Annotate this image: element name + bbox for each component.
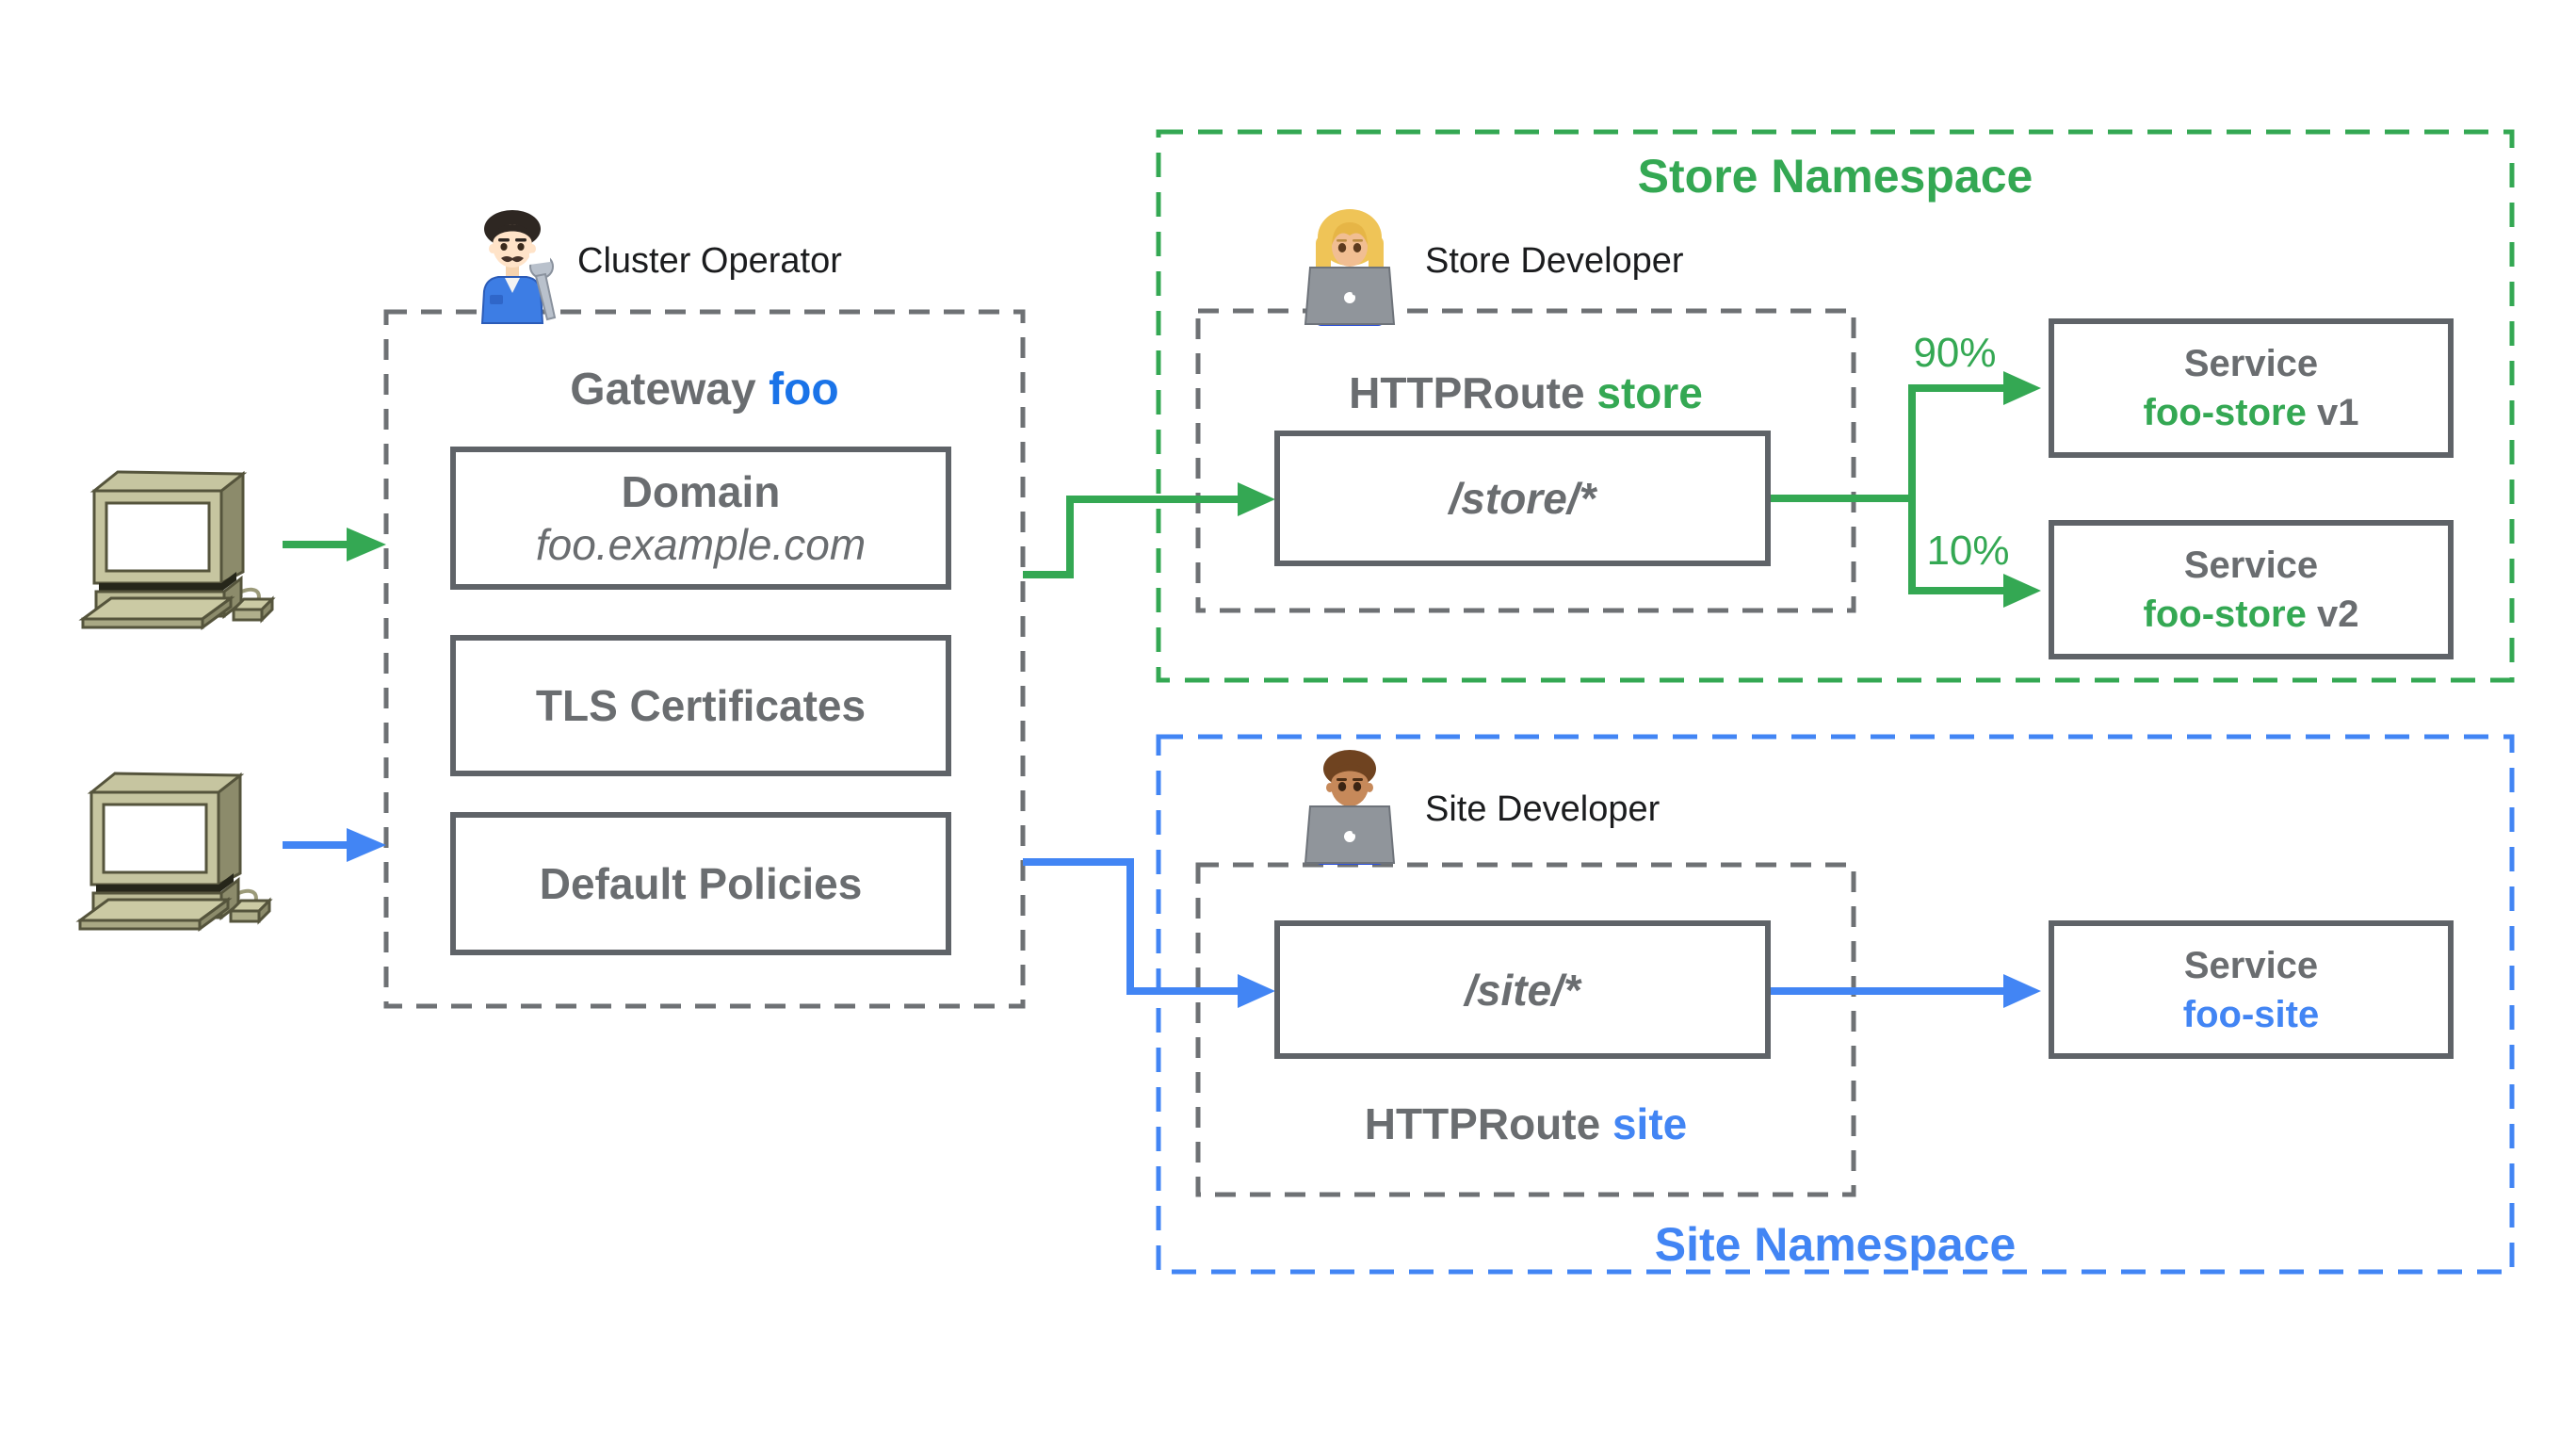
gateway-to-site-route-arrow	[1023, 858, 1239, 995]
site-developer-label: Site Developer	[1425, 789, 1661, 829]
service-name: foo-store	[2143, 594, 2307, 635]
site-path-box: /site/*	[1274, 920, 1771, 1059]
man-mechanic-emoji	[480, 210, 557, 324]
service-name: foo-site	[2182, 993, 2320, 1035]
store-namespace-label: Store Namespace	[1637, 150, 2033, 203]
default-policies-box: Default Policies	[450, 812, 951, 955]
httproute-store-title: HTTPRoute store	[1198, 367, 1854, 418]
service-title: Service	[2183, 944, 2319, 986]
store-path-box: /store/*	[1274, 431, 1771, 566]
default-policies-box-title: Default Policies	[539, 859, 863, 908]
desktop-computer-icon	[81, 470, 274, 629]
site-namespace-box	[1156, 734, 2515, 1275]
domain-box-subtitle: foo.example.com	[535, 520, 867, 569]
service-version: v2	[2306, 594, 2359, 635]
httproute-store-prefix: HTTPRoute	[1349, 368, 1597, 417]
domain-box-title: Domain	[621, 467, 781, 516]
httproute-site-title: HTTPRoute site	[1198, 1098, 1854, 1149]
httproute-site-prefix: HTTPRoute	[1364, 1099, 1612, 1148]
gateway-title-prefix: Gateway	[570, 365, 770, 415]
domain-box: Domain foo.example.com	[450, 447, 951, 590]
httproute-site-name: site	[1612, 1099, 1688, 1148]
desktop-computer-icon	[78, 772, 271, 931]
store-developer-label: Store Developer	[1425, 241, 1684, 281]
tls-certificates-box: TLS Certificates	[450, 635, 951, 776]
service-name: foo-store	[2143, 392, 2307, 433]
man-technologist-emoji	[1304, 750, 1396, 865]
weight-90-label: 90%	[1913, 330, 1997, 376]
service-version: v1	[2306, 392, 2359, 433]
gateway-title: Gateway foo	[386, 364, 1023, 415]
cluster-operator-label: Cluster Operator	[577, 241, 842, 281]
service-title: Service	[2183, 545, 2319, 586]
service-name-line: foo-store v1	[2144, 388, 2359, 437]
httproute-store-name: store	[1596, 368, 1703, 417]
site-namespace-label: Site Namespace	[1654, 1218, 2017, 1271]
service-name-line: foo-site	[2183, 990, 2319, 1039]
httproute-store-dashed-box	[1195, 308, 1856, 613]
tls-certificates-box-title: TLS Certificates	[535, 681, 867, 730]
service-title: Service	[2183, 343, 2319, 384]
service-name-line: foo-store v2	[2144, 590, 2359, 639]
gateway-dashed-box	[383, 309, 1026, 1009]
gateway-name: foo	[769, 365, 839, 415]
site-path-text: /site/*	[1465, 965, 1580, 1015]
store-path-text: /store/*	[1449, 474, 1596, 523]
httproute-site-dashed-box	[1195, 862, 1856, 1197]
store-namespace-box	[1156, 129, 2515, 683]
service-foo-store-v2-box: Service foo-store v2	[2049, 520, 2454, 659]
service-foo-store-v1-box: Service foo-store v1	[2049, 318, 2454, 458]
gateway-to-store-route-arrow	[1023, 496, 1239, 578]
weight-10-label: 10%	[1926, 528, 2010, 574]
woman-technologist-emoji	[1304, 209, 1396, 326]
service-foo-site-box: Service foo-site	[2049, 920, 2454, 1059]
